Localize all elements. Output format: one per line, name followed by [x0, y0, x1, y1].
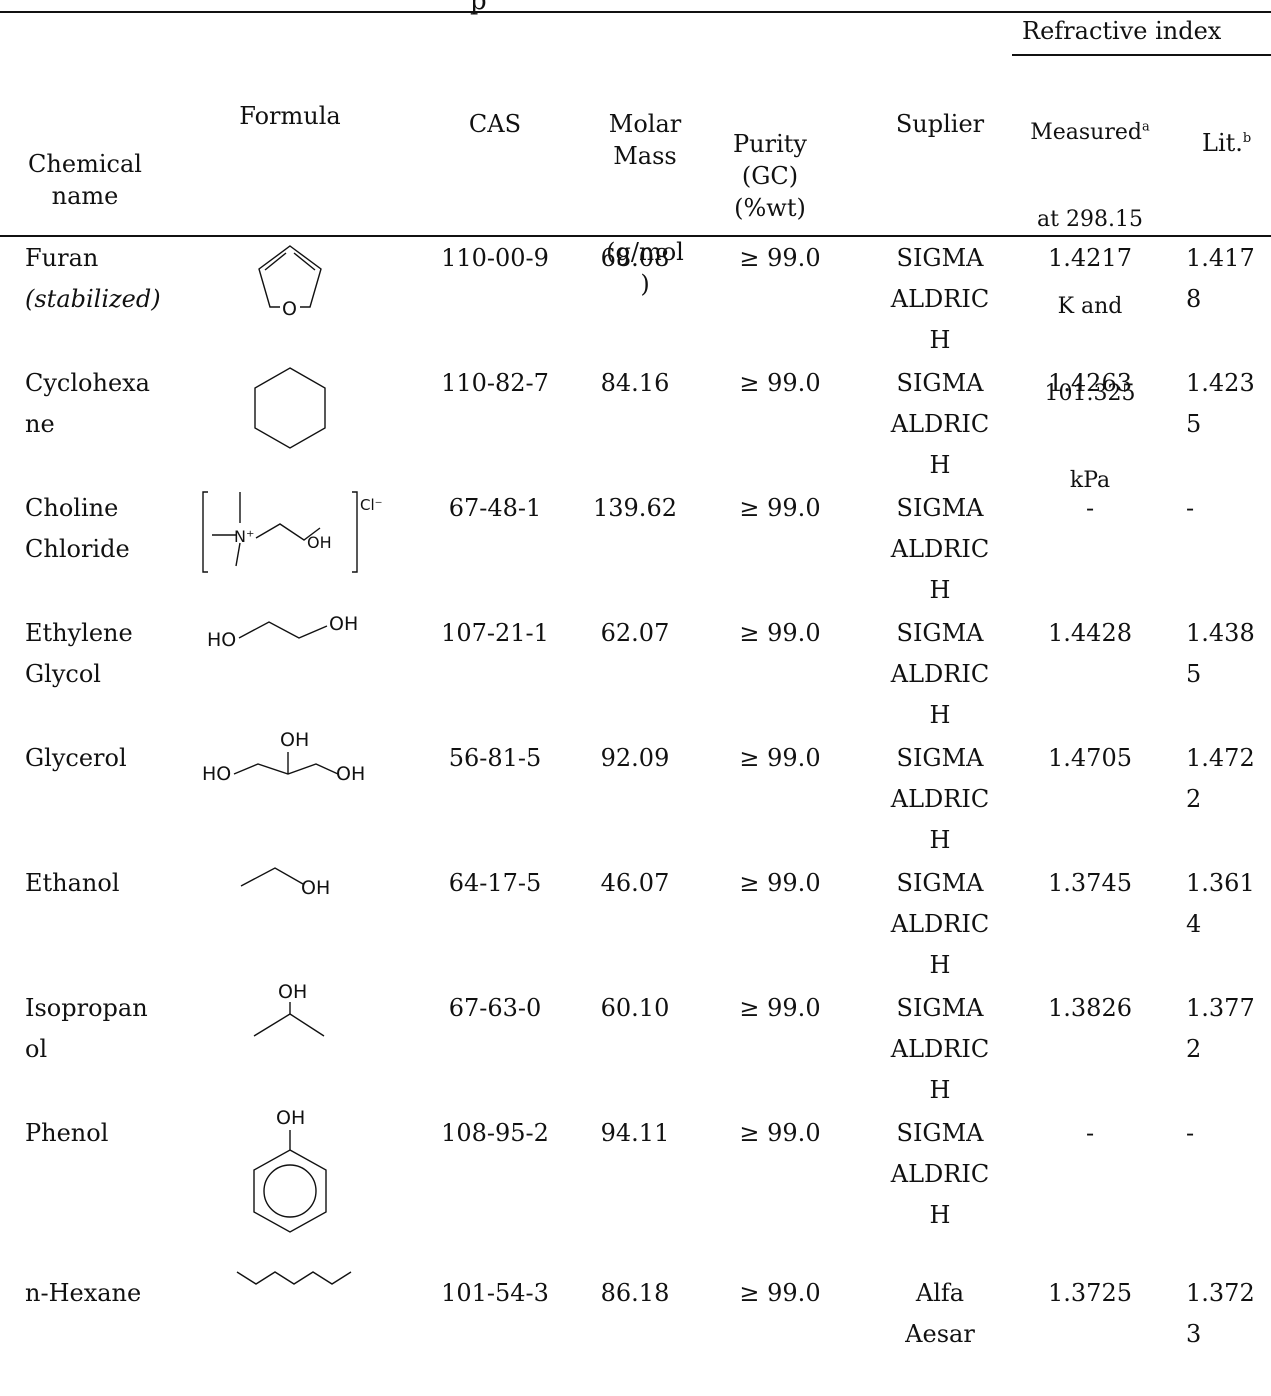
phenol-structure: OH: [253, 1107, 327, 1233]
cell-chemical-name: Phenol: [25, 1119, 109, 1147]
header-formula: Formula: [239, 102, 341, 130]
table-top-rule: [0, 11, 1271, 13]
header-measured: Measureda at 298.15 K and 101.325 kPa: [1030, 119, 1150, 493]
cell-molar-mass: 92.09: [600, 744, 670, 772]
cell-cas: 108-95-2: [441, 1119, 549, 1147]
cell-cas: 67-63-0: [448, 994, 542, 1022]
cell-measured: 1.3745: [1048, 869, 1132, 897]
header-bottom-rule: [0, 235, 1271, 237]
cell-purity: ≥ 99.0: [739, 1119, 821, 1147]
cell-chemical-name: Ethanol: [25, 869, 120, 897]
refractive-index-underline: [1012, 54, 1271, 56]
svg-text:OH: OH: [301, 877, 330, 899]
cell-purity: ≥ 99.0: [739, 369, 821, 397]
header-refractive-index: Refractive index: [1022, 17, 1222, 45]
header-lit: Lit.b: [1202, 129, 1252, 157]
header-purity: Purity(GC)(%wt): [733, 130, 807, 222]
cell-cas: 64-17-5: [448, 869, 542, 897]
header-supplier: Suplier: [895, 110, 985, 138]
cell-chemical-name: Furan(stabilized): [25, 244, 161, 313]
svg-text:HO: HO: [207, 629, 236, 651]
cell-chemical-name: n-Hexane: [25, 1279, 142, 1307]
cell-purity: ≥ 99.0: [739, 994, 821, 1022]
cell-lit: -: [1186, 494, 1195, 522]
header-cas: CAS: [468, 110, 522, 138]
cell-cas: 110-00-9: [441, 244, 549, 272]
cell-purity: ≥ 99.0: [739, 619, 821, 647]
cell-cas: 56-81-5: [448, 744, 542, 772]
svg-text:N⁺: N⁺: [234, 527, 254, 546]
cell-molar-mass: 68.08: [600, 244, 670, 272]
cell-molar-mass: 84.16: [600, 369, 670, 397]
cell-cas: 107-21-1: [441, 619, 549, 647]
cell-measured: 1.4263: [1048, 369, 1132, 397]
cell-purity: ≥ 99.0: [739, 869, 821, 897]
cell-measured: 1.3725: [1048, 1279, 1132, 1307]
svg-text:OH: OH: [329, 613, 358, 635]
cell-measured: -: [1085, 1119, 1095, 1147]
isopropanol-structure: OH: [253, 981, 325, 1037]
ethanol-structure: OH: [240, 867, 330, 899]
cell-chemical-name: Glycerol: [25, 744, 127, 772]
cell-purity: ≥ 99.0: [739, 244, 821, 272]
cell-measured: 1.4428: [1048, 619, 1132, 647]
cell-molar-mass: 62.07: [600, 619, 670, 647]
svg-text:HO: HO: [202, 763, 231, 785]
cell-purity: ≥ 99.0: [739, 744, 821, 772]
cell-purity: ≥ 99.0: [739, 1279, 821, 1307]
cell-measured: 1.4217: [1048, 244, 1132, 272]
svg-text:Cl⁻: Cl⁻: [360, 496, 383, 514]
svg-text:O: O: [282, 298, 297, 320]
choline-chloride-structure: N⁺ OH Cl⁻: [202, 491, 383, 573]
furan-structure: O: [258, 245, 322, 320]
svg-text:OH: OH: [307, 533, 332, 552]
cell-molar-mass: 94.11: [600, 1119, 670, 1147]
svg-text:OH: OH: [276, 1107, 305, 1129]
cell-molar-mass: 60.10: [600, 994, 670, 1022]
cell-purity: ≥ 99.0: [739, 494, 821, 522]
cell-measured: 1.3826: [1048, 994, 1132, 1022]
cell-cas: 67-48-1: [448, 494, 542, 522]
svg-text:OH: OH: [280, 729, 309, 751]
cell-measured: -: [1085, 494, 1095, 522]
n-hexane-structure: [236, 1271, 352, 1285]
cell-cas: 110-82-7: [441, 369, 549, 397]
svg-text:OH: OH: [336, 763, 365, 785]
cell-lit: -: [1186, 1119, 1195, 1147]
cell-molar-mass: 139.62: [593, 494, 677, 522]
cell-cas: 101-54-3: [441, 1279, 549, 1307]
glycerol-structure: OH HO OH: [202, 729, 365, 785]
svg-text:OH: OH: [278, 981, 307, 1003]
cell-molar-mass: 46.07: [600, 869, 670, 897]
caption-fragment: p: [470, 0, 487, 16]
cell-measured: 1.4705: [1048, 744, 1132, 772]
cyclohexane-structure: [254, 367, 326, 449]
cell-molar-mass: 86.18: [600, 1279, 670, 1307]
ethylene-glycol-structure: HO OH: [207, 613, 358, 651]
